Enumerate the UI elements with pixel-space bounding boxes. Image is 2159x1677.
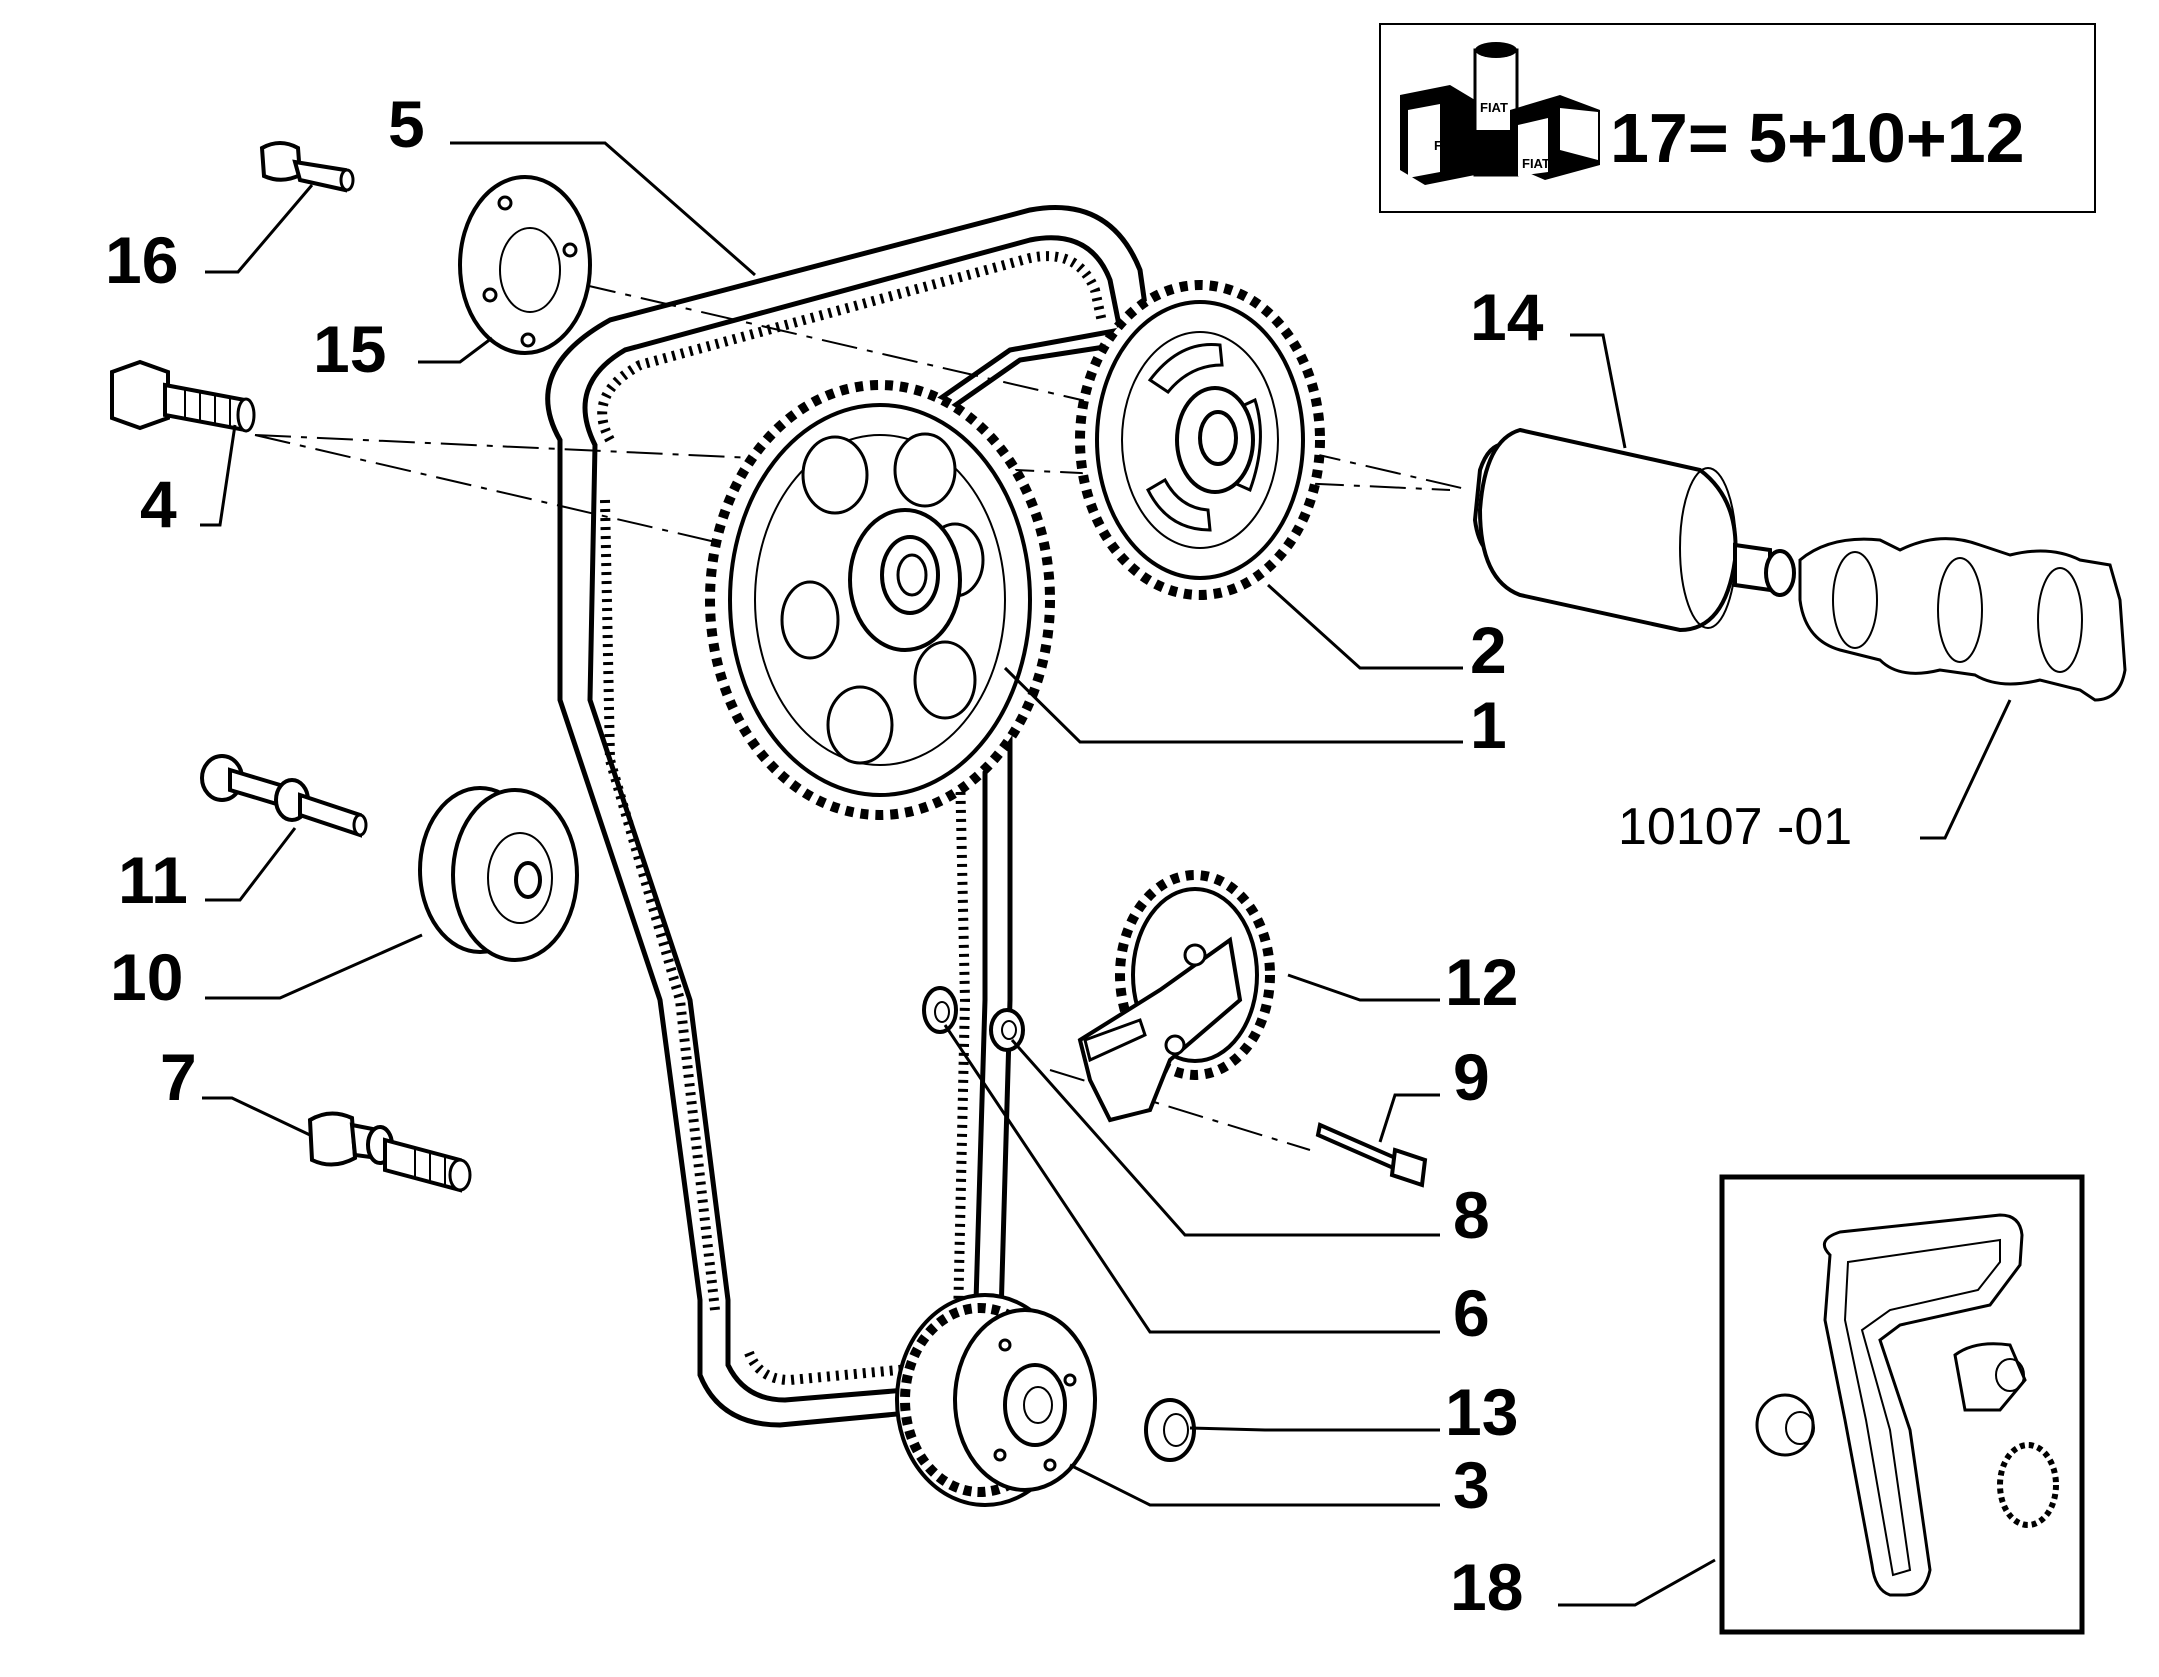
label-13: 13 [1445,1375,1518,1449]
screw-11 [200,754,368,838]
camshaft-pulley-2 [1075,280,1325,600]
kit-boxes-icon [1400,42,1600,185]
phase-sensor-14 [1472,427,1796,633]
kit-box-brand-1: FIAT [1434,138,1462,153]
kit-inset-18 [1719,1174,2085,1635]
label-3: 3 [1453,1448,1490,1522]
camshaft [1798,537,2127,702]
timing-belt [545,205,1153,1428]
label-16: 16 [105,223,178,297]
washer-8 [989,1008,1025,1052]
label-8: 8 [1453,1178,1490,1252]
screw-9 [1315,1122,1428,1188]
bolt-7 [307,1111,472,1193]
label-12: 12 [1445,945,1518,1019]
bolt-4 [110,359,256,433]
label-10: 10 [110,940,183,1014]
kit-box-brand-2: FIAT [1480,100,1508,115]
label-5: 5 [388,87,425,161]
label-4: 4 [140,467,177,541]
leader-lines [200,141,2012,1607]
label-6: 6 [1453,1276,1490,1350]
idler-pulley-10 [418,786,579,962]
label-18: 18 [1450,1550,1523,1624]
label-15: 15 [313,312,386,386]
part-number-labels: 5 16 15 4 14 2 1 10107 -01 11 10 12 7 9 … [105,87,1852,1624]
plate-15 [458,175,592,355]
label-14: 14 [1470,280,1544,354]
nut-6 [922,986,958,1034]
camshaft-pulley-1 [705,380,1055,820]
label-1: 1 [1470,688,1507,762]
bolt-16 [259,141,355,193]
drawing-code: 10107 -01 [1618,798,1852,856]
kit-box: FIAT FIAT FIAT 17= 5+10+12 [1379,23,2096,213]
label-11: 11 [118,843,188,917]
spacer-13 [1144,1398,1196,1462]
label-9: 9 [1453,1040,1490,1114]
kit-formula: 17= 5+10+12 [1610,99,2025,177]
label-2: 2 [1470,613,1507,687]
tensioner-12 [1077,870,1275,1123]
crankshaft-pulley-3 [895,1293,1097,1507]
label-7: 7 [160,1040,197,1114]
kit-box-brand-3: FIAT [1522,156,1550,171]
